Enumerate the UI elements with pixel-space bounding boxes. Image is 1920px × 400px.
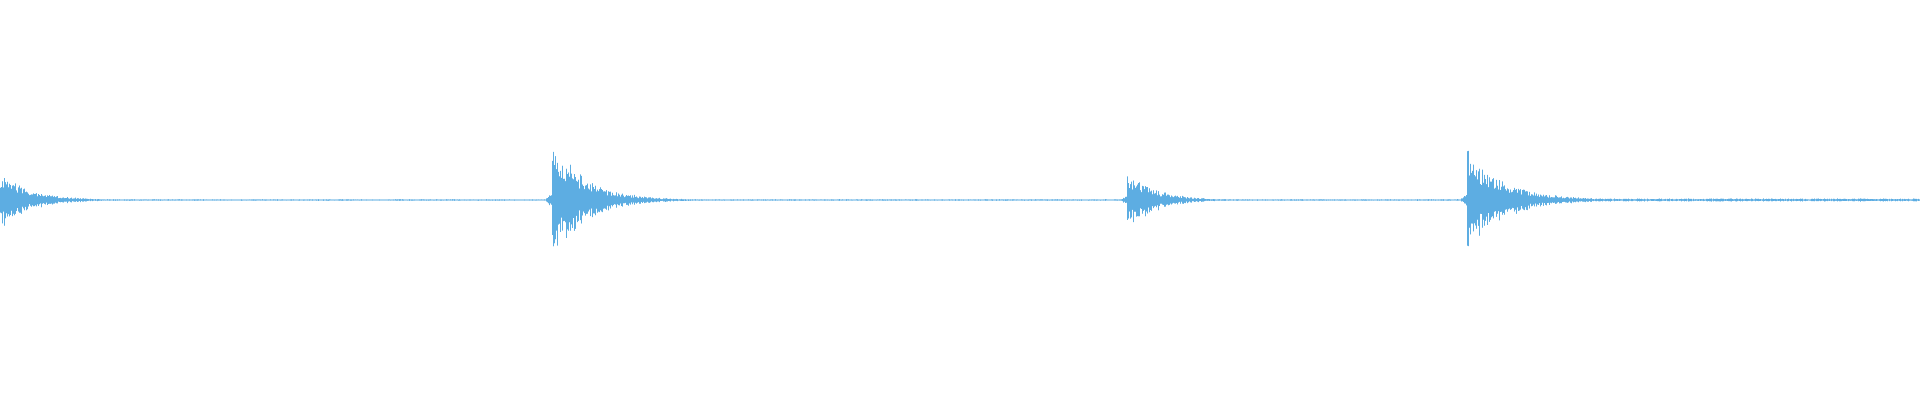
waveform-bars bbox=[0, 150, 1920, 247]
waveform-trace bbox=[0, 150, 1920, 247]
